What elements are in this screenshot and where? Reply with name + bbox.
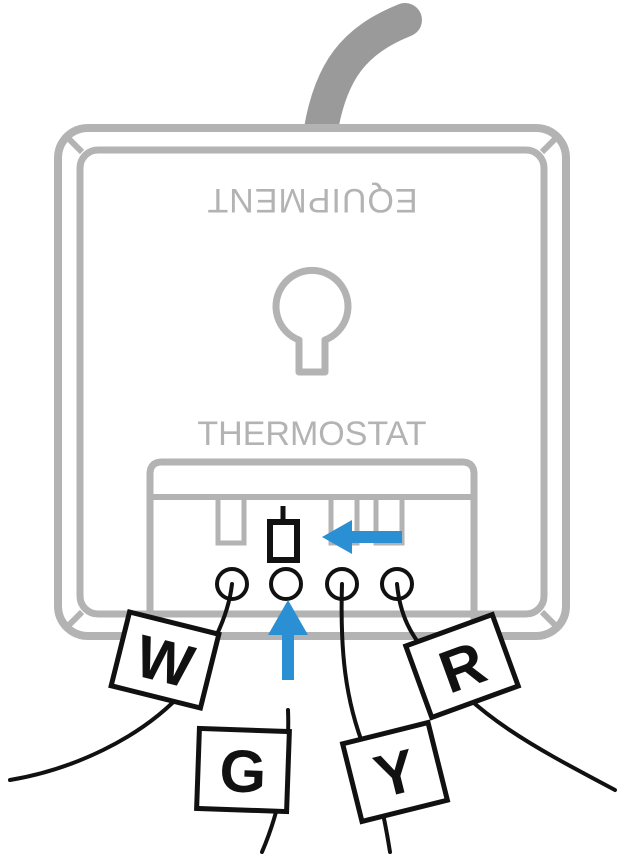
- equipment-label: EQUIPMENT: [206, 181, 417, 219]
- keyhole-mount: [272, 266, 352, 376]
- g-terminal-tab: [267, 506, 300, 563]
- equipment-cable: [303, 3, 422, 152]
- wire-tag-r: R: [402, 611, 522, 721]
- wire-tag-g-label: G: [218, 737, 267, 806]
- arrow-up-icon: [268, 600, 308, 680]
- wire-tag-y: Y: [339, 719, 451, 825]
- terminal-hole-g: [269, 567, 303, 601]
- arrow-left-icon: [322, 520, 402, 554]
- wire-tag-w: W: [108, 608, 222, 712]
- wire-tag-g: G: [194, 725, 292, 815]
- terminal-block: [146, 458, 478, 620]
- thermostat-label: THERMOSTAT: [197, 415, 426, 453]
